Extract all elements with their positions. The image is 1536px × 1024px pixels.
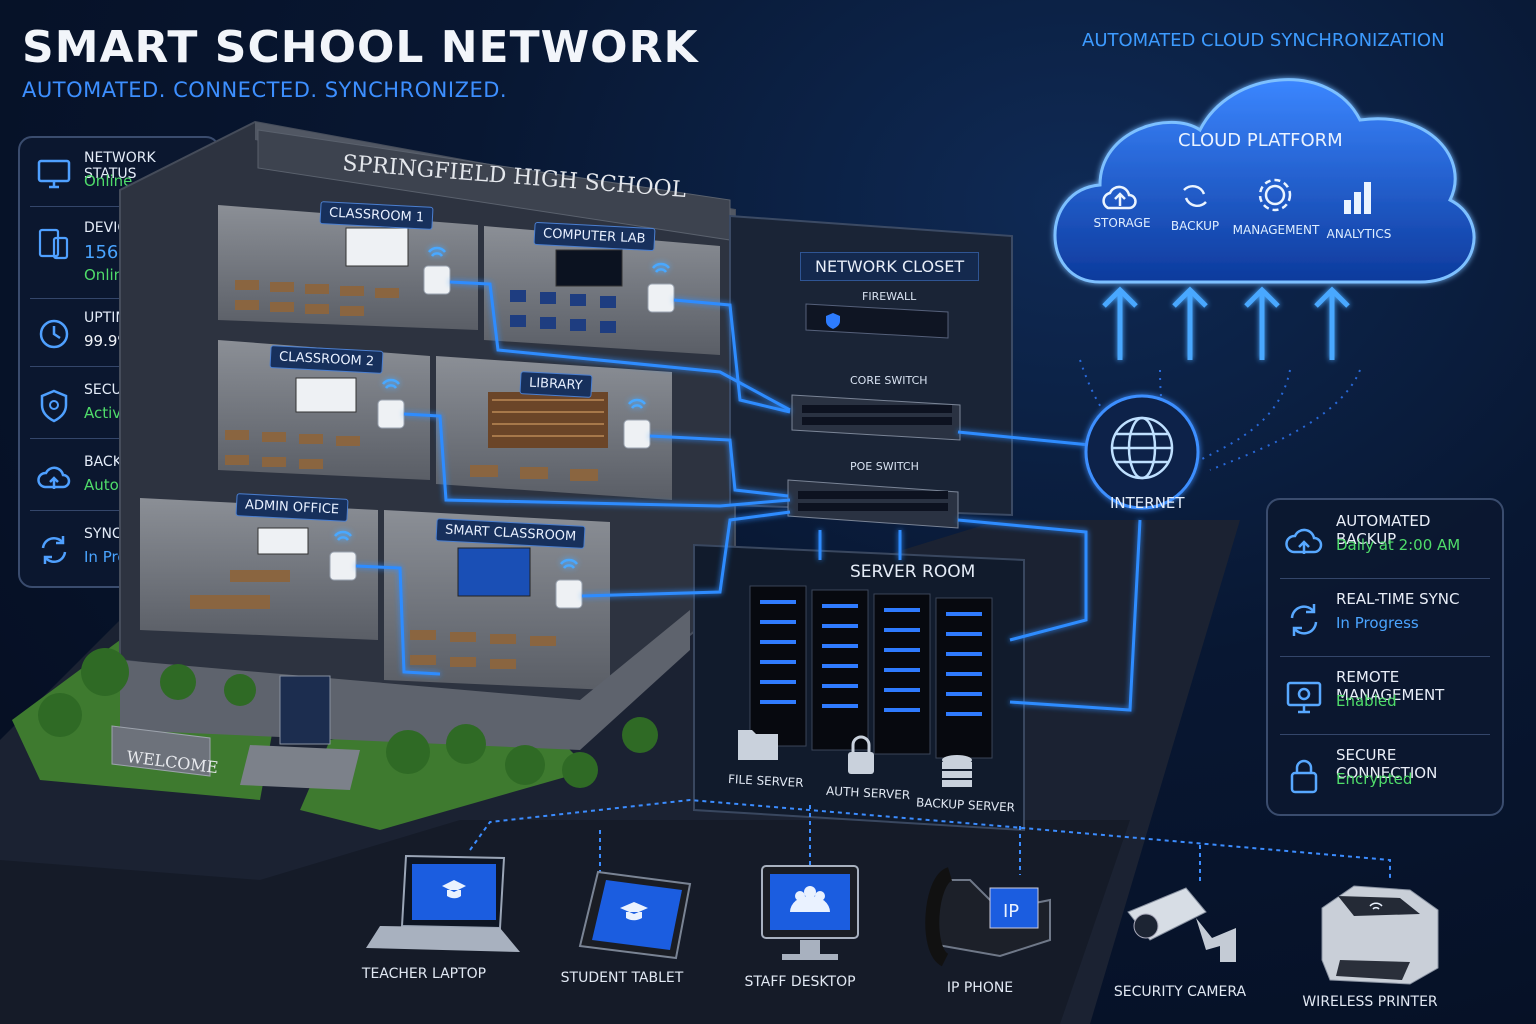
- cloud-upload-icon: [37, 466, 71, 489]
- desks: [190, 280, 598, 669]
- feature-remote-management[interactable]: REMOTE MANAGEMENT Enabled: [1280, 658, 1490, 735]
- cloud-service-storage[interactable]: STORAGE: [1093, 216, 1151, 230]
- endpoint-label-staff-desktop: STAFF DESKTOP: [744, 974, 856, 990]
- cloud-heading: AUTOMATED CLOUD SYNCHRONIZATION: [1082, 30, 1445, 51]
- devices-icon: [38, 228, 69, 260]
- sync-arrows: [1102, 286, 1350, 360]
- shield-icon: [40, 389, 68, 423]
- cloud-service-management[interactable]: MANAGEMENT: [1232, 223, 1320, 237]
- library-shelves: [488, 392, 608, 448]
- feature-secure-connection[interactable]: SECURE CONNECTION Encrypted: [1280, 736, 1490, 812]
- lock-icon: [1290, 759, 1318, 794]
- clock-icon: [39, 319, 69, 349]
- status-value: Active: [84, 404, 131, 422]
- room-label-library: LIBRARY: [519, 371, 593, 398]
- building-front: [120, 600, 690, 750]
- folder-icon: [738, 730, 778, 760]
- feature-value: Daily at 2:00 AM: [1336, 536, 1461, 554]
- poe-switch-label: POE SWITCH: [850, 460, 919, 473]
- feature-automated-backup[interactable]: AUTOMATED BACKUP Daily at 2:00 AM: [1280, 502, 1490, 579]
- phone-screen-text: IP: [1003, 901, 1019, 922]
- switch-ports: [798, 491, 948, 511]
- storage-icon: [1102, 185, 1137, 210]
- server-racks: [749, 585, 993, 759]
- network-links: [355, 280, 1142, 712]
- whiteboard: [345, 227, 409, 267]
- network-closet-title: NETWORK CLOSET: [800, 252, 980, 281]
- graduation-cap-icon: [442, 880, 466, 899]
- feature-label: SECURE CONNECTION: [1336, 746, 1438, 782]
- smart-board: [457, 547, 531, 597]
- monitor-icon: [37, 159, 71, 189]
- endpoint-label-student-tablet: STUDENT TABLET: [560, 970, 684, 986]
- status-item-network[interactable]: NETWORK STATUS Online: [30, 142, 208, 207]
- server-room-title: SERVER ROOM: [850, 562, 976, 582]
- switch-ports: [802, 405, 952, 425]
- wall-screen: [555, 249, 623, 287]
- teacher-laptop[interactable]: [366, 854, 520, 952]
- feature-label: REAL-TIME SYNC: [1336, 590, 1460, 608]
- firewall-label: FIREWALL: [862, 290, 917, 303]
- staff-desktop[interactable]: [761, 865, 859, 960]
- users-icon: [790, 886, 830, 912]
- endpoint-label-security-camera: SECURITY CAMERA: [1113, 984, 1247, 1000]
- security-camera[interactable]: [1127, 887, 1236, 962]
- wifi-icons: [334, 246, 670, 569]
- sync-icon: [41, 536, 67, 564]
- cloud-upload-icon: [1285, 528, 1323, 554]
- endpoint-label-wireless-printer: WIRELESS PRINTER: [1302, 994, 1438, 1010]
- network-closet: [729, 214, 1013, 517]
- server-leds: [760, 600, 982, 716]
- cloud-platform-title: CLOUD PLATFORM: [1178, 130, 1343, 151]
- student-tablet[interactable]: [578, 870, 692, 960]
- status-label: NETWORK STATUS: [84, 150, 156, 182]
- sync-icon: [1290, 604, 1318, 636]
- wifi-icon: [1369, 902, 1383, 910]
- cloud-service-icons: [1102, 178, 1292, 212]
- globe-icon: [1110, 416, 1174, 480]
- lab-computers: [510, 290, 616, 333]
- trees: [38, 648, 658, 788]
- graduation-cap-icon: [620, 902, 648, 921]
- database-icon: [942, 755, 972, 787]
- cloud-service-analytics[interactable]: ANALYTICS: [1326, 227, 1392, 241]
- feature-label: REMOTE MANAGEMENT: [1336, 668, 1445, 704]
- sync-icon: [1183, 184, 1207, 208]
- ip-phone[interactable]: IP: [925, 867, 1051, 967]
- whiteboard: [295, 377, 357, 413]
- whiteboard: [257, 527, 309, 555]
- endpoint-label-teacher-laptop: TEACHER LAPTOP: [361, 966, 487, 982]
- firewall-device: [805, 303, 949, 339]
- cloud-platform-shape: [1053, 78, 1476, 284]
- main-entrance: [279, 675, 331, 745]
- device-count: 156: [84, 242, 119, 263]
- upload-arrow-icon: [1114, 192, 1126, 206]
- feature-value: Enabled: [1336, 692, 1397, 710]
- endpoint-label-ip-phone: IP PHONE: [946, 980, 1014, 996]
- welcome-sign-board: [111, 725, 211, 777]
- feature-real-time-sync[interactable]: REAL-TIME SYNC In Progress: [1280, 580, 1490, 657]
- gear-teeth: [1258, 178, 1292, 212]
- feature-value: Encrypted: [1336, 770, 1413, 788]
- feature-value: In Progress: [1336, 614, 1419, 632]
- shield-icon: [826, 313, 840, 329]
- status-value: Online: [84, 172, 133, 190]
- monitor-gear-icon: [1286, 681, 1322, 714]
- internet-label: INTERNET: [1110, 494, 1185, 512]
- wifi-access-points: [329, 265, 675, 609]
- gear-icon: [1264, 184, 1286, 206]
- page-subtitle: AUTOMATED. CONNECTED. SYNCHRONIZED.: [22, 78, 508, 102]
- room-classroom-1: [218, 205, 478, 330]
- analytics-icon: [1344, 182, 1371, 214]
- cloud-service-backup[interactable]: BACKUP: [1170, 219, 1220, 233]
- wireless-printer[interactable]: [1321, 885, 1439, 985]
- internet-globe-container: [1084, 394, 1200, 510]
- lock-icon: [848, 735, 874, 774]
- core-switch-label: CORE SWITCH: [850, 374, 928, 387]
- page-title: SMART SCHOOL NETWORK: [22, 22, 699, 73]
- feature-label: AUTOMATED BACKUP: [1336, 512, 1431, 548]
- features-panel: AUTOMATED BACKUP Daily at 2:00 AM REAL-T…: [1266, 498, 1504, 816]
- entrance-steps: [240, 745, 360, 790]
